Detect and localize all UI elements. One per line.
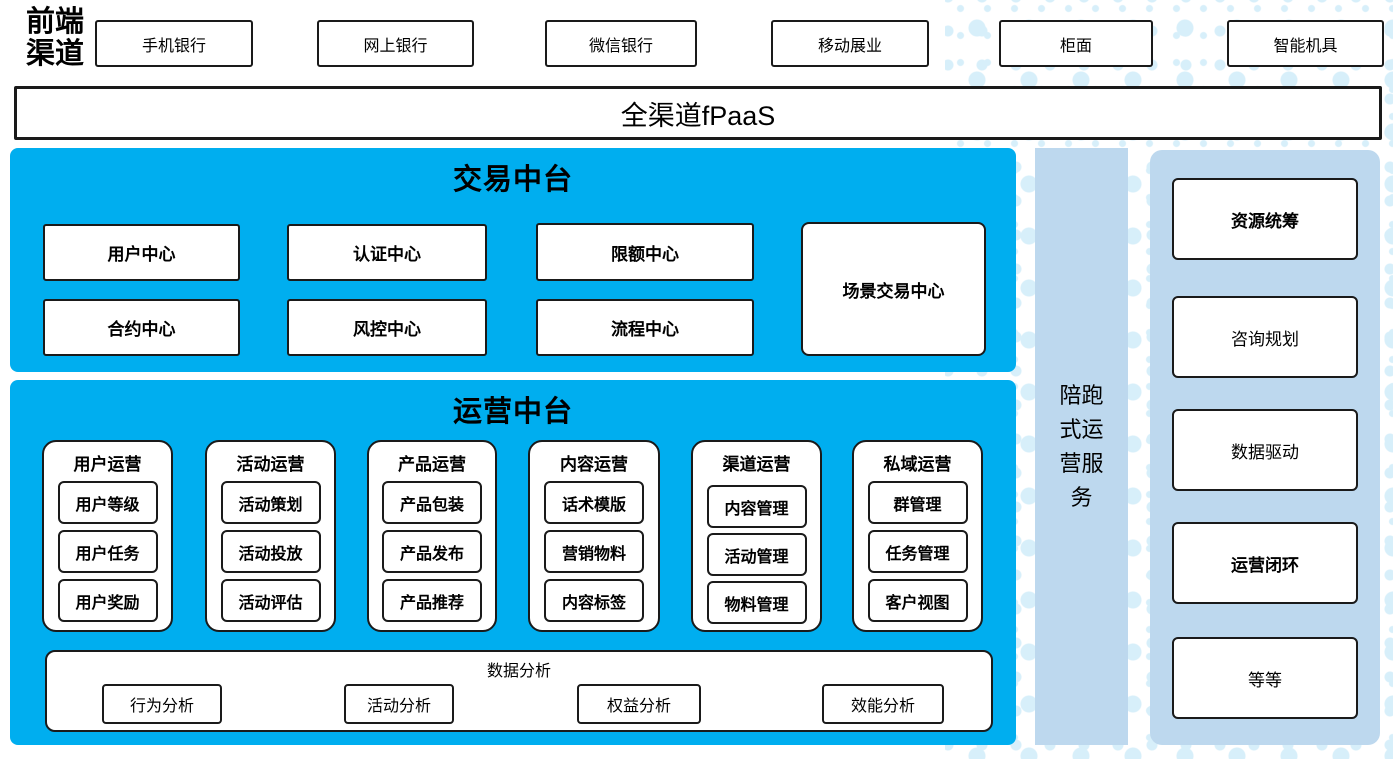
channel-smart-devices: 智能机具 xyxy=(1227,20,1384,67)
group-channel-ops: 渠道运营 内容管理 活动管理 物料管理 xyxy=(691,440,822,632)
panel-item-ops-closed-loop: 运营闭环 xyxy=(1172,522,1358,604)
ops-platform-title: 运营中台 xyxy=(452,396,573,428)
front-channels-label-line1: 前端 xyxy=(25,6,84,38)
group-content-ops: 内容运营 话术模版 营销物料 内容标签 xyxy=(528,440,660,632)
center-scene-trade: 场景交易中心 xyxy=(801,222,986,356)
ops-platform-section: 运营中台 用户运营 用户等级 用户任务 用户奖励 活动运营 活动策划 活动投放 … xyxy=(10,380,1016,745)
center-user: 用户中心 xyxy=(43,224,240,281)
panel-item-resource-coordination: 资源统筹 xyxy=(1172,178,1358,260)
group-item: 活动策划 xyxy=(220,481,321,524)
group-item: 物料管理 xyxy=(706,581,807,624)
trade-platform-section: 交易中台 用户中心 认证中心 限额中心 合约中心 风控中心 流程中心 场景交易中… xyxy=(10,148,1016,372)
analysis-activity: 活动分析 xyxy=(344,684,454,724)
channel-mobile-banking: 手机银行 xyxy=(95,20,253,67)
group-item: 内容管理 xyxy=(706,485,807,528)
group-item: 营销物料 xyxy=(544,530,644,573)
analysis-efficiency: 效能分析 xyxy=(822,684,944,724)
group-item: 用户奖励 xyxy=(57,579,158,622)
group-title: 内容运营 xyxy=(560,455,628,474)
group-activity-ops: 活动运营 活动策划 活动投放 活动评估 xyxy=(205,440,336,632)
group-item: 内容标签 xyxy=(544,579,644,622)
channel-counter: 柜面 xyxy=(999,20,1153,67)
group-title: 渠道运营 xyxy=(722,455,791,474)
group-item: 产品发布 xyxy=(382,530,482,573)
center-risk: 风控中心 xyxy=(287,299,487,356)
group-item: 用户等级 xyxy=(57,481,158,524)
group-private-domain-ops: 私域运营 群管理 任务管理 客户视图 xyxy=(852,440,983,632)
group-product-ops: 产品运营 产品包装 产品发布 产品推荐 xyxy=(367,440,497,632)
group-title: 产品运营 xyxy=(398,455,466,474)
group-item: 话术模版 xyxy=(544,481,644,524)
channel-mobile-sales: 移动展业 xyxy=(771,20,929,67)
trade-platform-title: 交易中台 xyxy=(452,164,573,196)
group-item: 活动管理 xyxy=(706,533,807,576)
group-item: 产品推荐 xyxy=(382,579,482,622)
group-title: 活动运营 xyxy=(236,455,305,474)
front-channels-label-line2: 渠道 xyxy=(25,38,84,70)
group-item: 任务管理 xyxy=(867,530,968,573)
data-analysis-box: 数据分析 行为分析 活动分析 权益分析 效能分析 xyxy=(45,650,993,732)
group-title: 私域运营 xyxy=(883,455,952,474)
panel-item-data-driven: 数据驱动 xyxy=(1172,409,1358,491)
group-item: 活动投放 xyxy=(220,530,321,573)
front-channels-label: 前端 渠道 xyxy=(16,6,94,70)
group-item: 产品包装 xyxy=(382,481,482,524)
panel-item-consulting-planning: 咨询规划 xyxy=(1172,296,1358,378)
channel-wechat-banking: 微信银行 xyxy=(545,20,697,67)
data-analysis-title: 数据分析 xyxy=(486,663,551,680)
group-title: 用户运营 xyxy=(73,455,142,474)
group-user-ops: 用户运营 用户等级 用户任务 用户奖励 xyxy=(42,440,173,632)
center-auth: 认证中心 xyxy=(287,224,487,281)
group-item: 用户任务 xyxy=(57,530,158,573)
center-process: 流程中心 xyxy=(536,299,754,356)
channel-online-banking: 网上银行 xyxy=(317,20,474,67)
accompany-ops-service-bar: 陪跑式运营服务 xyxy=(1035,148,1128,745)
fpaas-bar: 全渠道fPaaS xyxy=(14,86,1382,140)
group-item: 活动评估 xyxy=(220,579,321,622)
accompany-ops-service-label: 陪跑式运营服务 xyxy=(1059,382,1104,510)
analysis-behavior: 行为分析 xyxy=(102,684,222,724)
center-contract: 合约中心 xyxy=(43,299,240,356)
service-panel: 资源统筹 咨询规划 数据驱动 运营闭环 等等 xyxy=(1150,150,1380,745)
group-item: 群管理 xyxy=(867,481,968,524)
center-limit: 限额中心 xyxy=(536,223,754,281)
panel-item-etc: 等等 xyxy=(1172,637,1358,719)
analysis-benefit: 权益分析 xyxy=(577,684,701,724)
group-item: 客户视图 xyxy=(867,579,968,622)
